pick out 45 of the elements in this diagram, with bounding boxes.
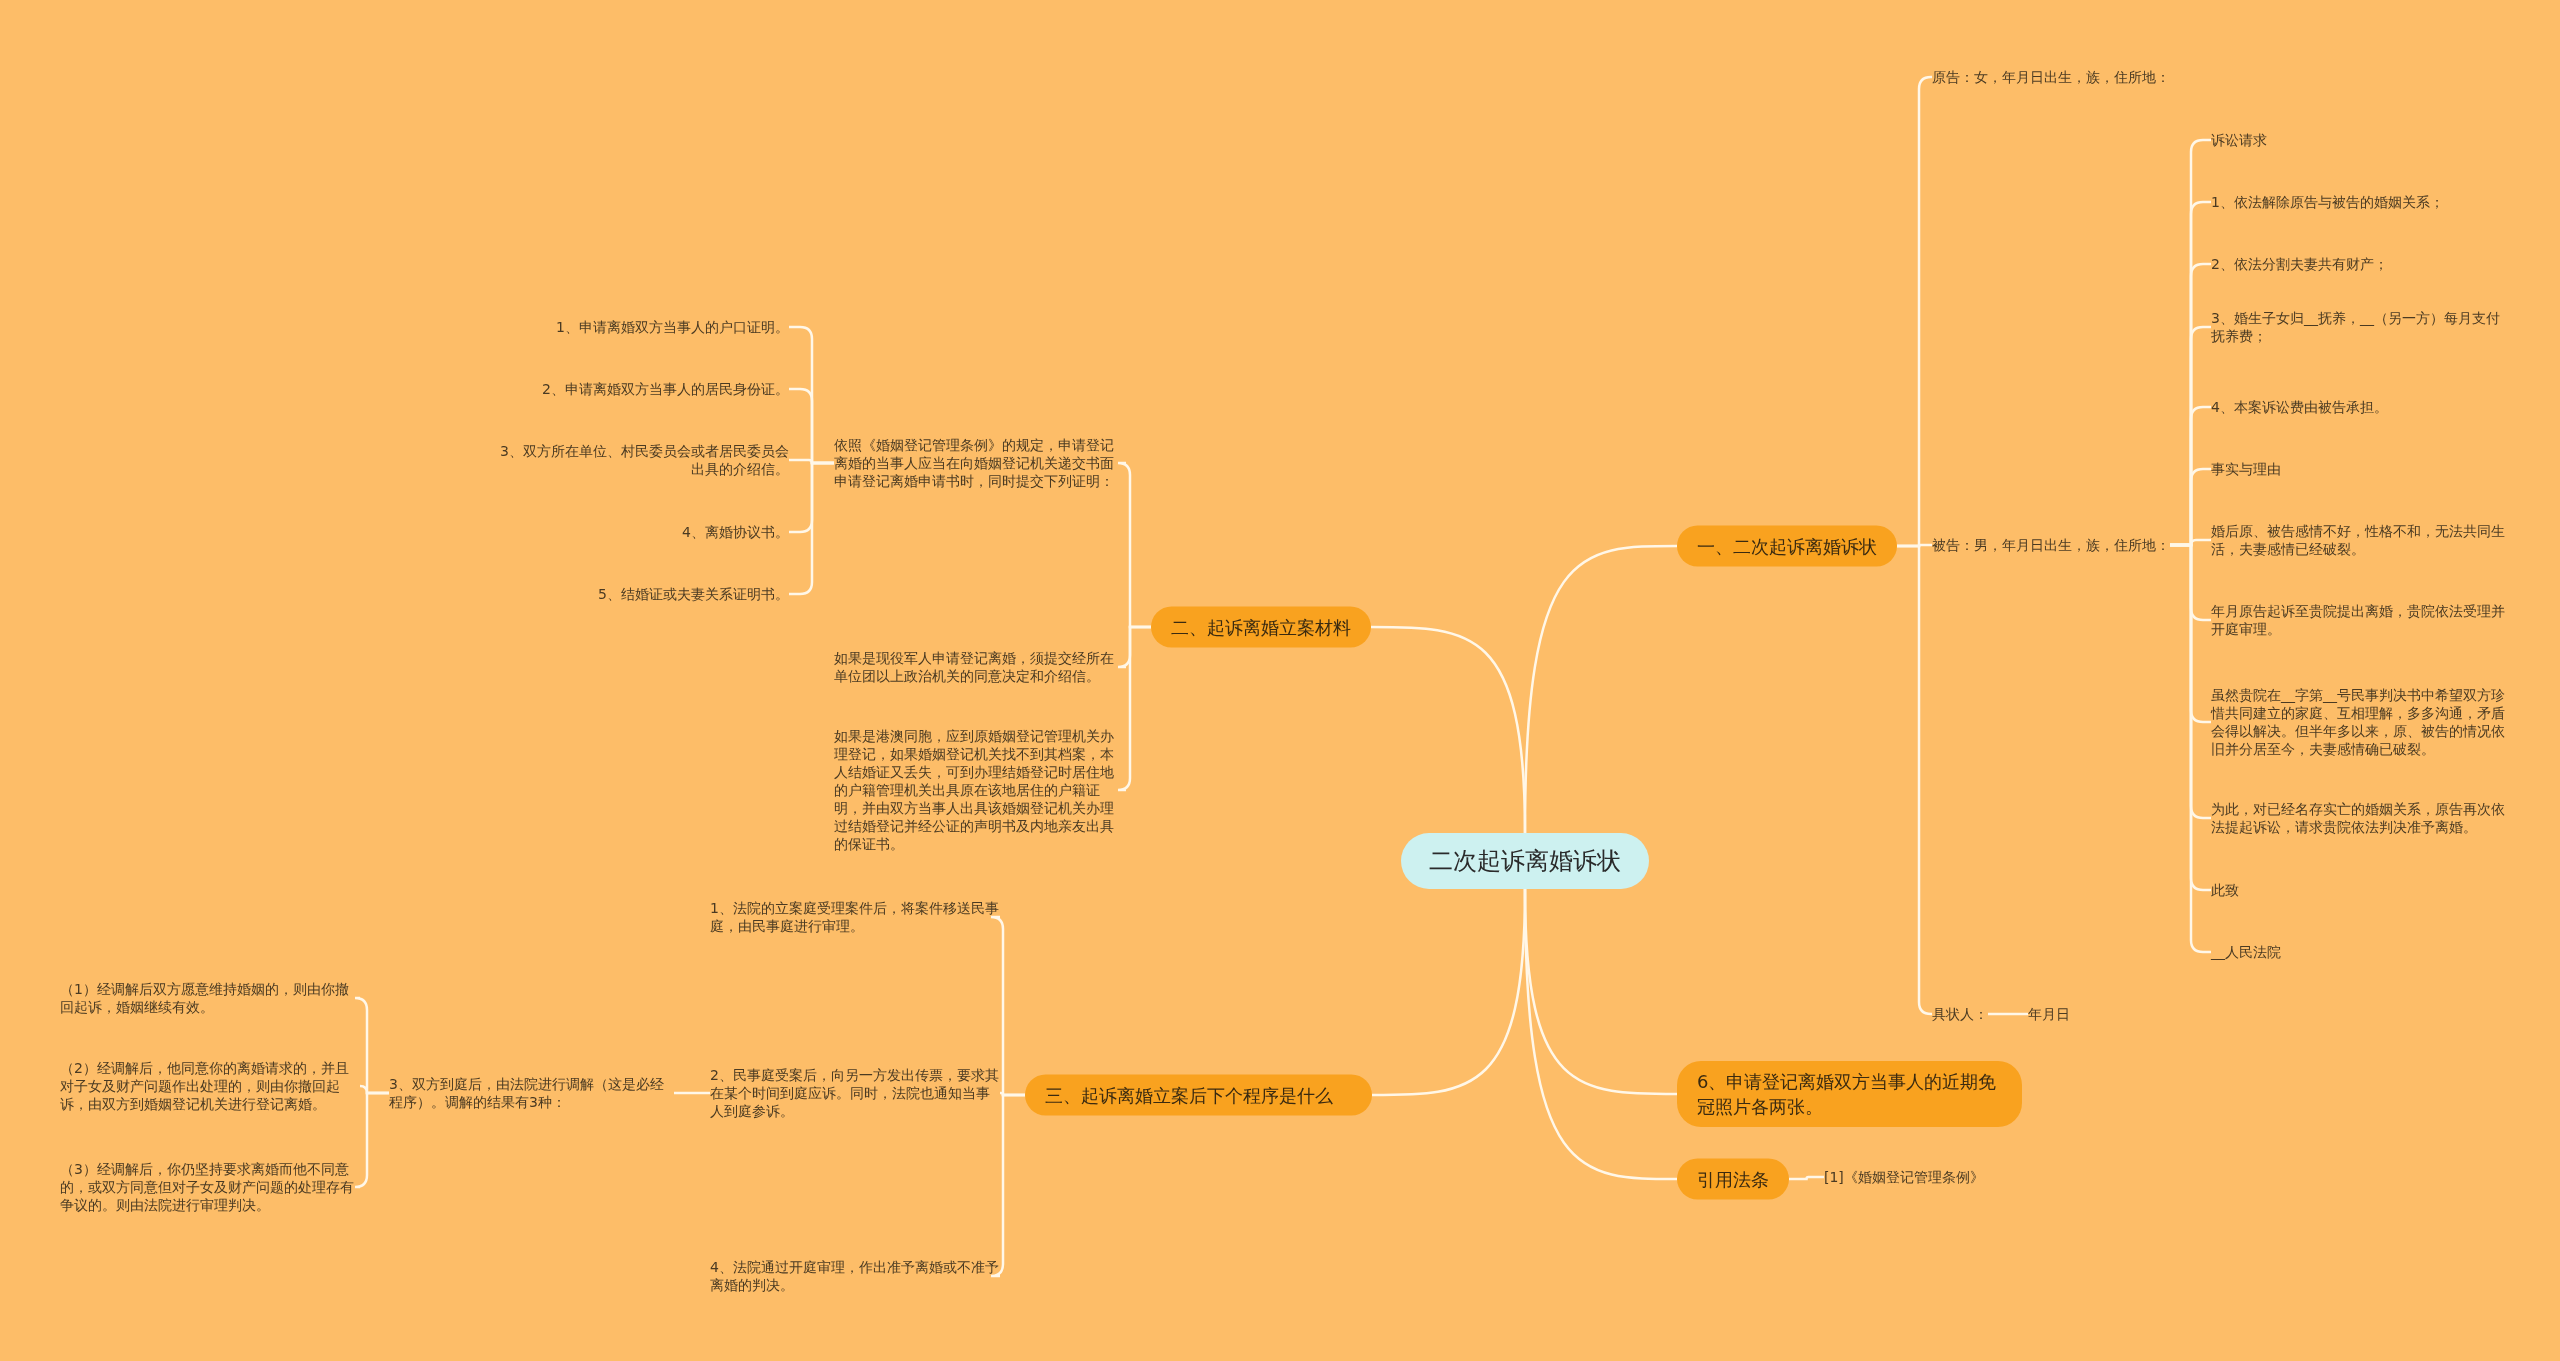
topic-text: 事实与理由 — [2211, 460, 2511, 478]
connector-line — [1371, 625, 1527, 834]
topic-text: 如果是港澳同胞，应到原婚姻登记管理机关办理登记，如果婚姻登记机关找不到其档案，本人结婚证又丢失，可到办理结婚登记时居住地的户籍管理机关出具原在该地居住的户籍证明，并由双方当事人出具该婚姻登记机关办理过结婚登记并经公证的声明书及内地亲友出具的保证书。 — [834, 727, 1126, 853]
branch-topic: 引用法条 — [1677, 1158, 1789, 1200]
topic-text: 原告：女，年月日出生，族，住所地： — [1932, 68, 2170, 86]
branch-topic: 6、申请登记离婚双方当事人的近期免冠照片各两张。 — [1677, 1061, 2022, 1127]
topic-text: 4、离婚协议书。 — [489, 523, 789, 541]
topic-text: 年月原告起诉至贵院提出离婚，贵院依法受理并开庭审理。 — [2211, 602, 2511, 638]
central-topic: 二次起诉离婚诉状 — [1401, 833, 1649, 889]
topic-text: 1、申请离婚双方当事人的户口证明。 — [489, 318, 789, 336]
topic-text: （3）经调解后，你仍坚持要求离婚而他不同意的，或双方同意但对子女及财产问题的处理存有争议的。则由法院进行审理判决。 — [60, 1160, 360, 1214]
topic-text: 4、本案诉讼费由被告承担。 — [2211, 398, 2511, 416]
topic-text: 5、结婚证或夫妻关系证明书。 — [489, 585, 789, 603]
topic-text: 3、双方所在单位、村民委员会或者居民委员会出具的介绍信。 — [489, 442, 789, 478]
topic-text: 此致 — [2211, 881, 2511, 899]
topic-text: 3、双方到庭后，由法院进行调解（这是必经程序）。调解的结果有3种： — [389, 1075, 674, 1111]
topic-text: [1]《婚姻登记管理条例》 — [1824, 1168, 1984, 1186]
topic-text: （2）经调解后，他同意你的离婚请求的，并且对子女及财产问题作出处理的，则由你撤回起诉，由双方到婚姻登记机关进行登记离婚。 — [60, 1059, 360, 1113]
connector-line — [1523, 888, 1677, 1181]
connector-line — [1897, 544, 1933, 1016]
topic-text: 如果是现役军人申请登记离婚，须提交经所在单位团以上政治机关的同意决定和介绍信。 — [834, 649, 1126, 685]
branch-topic: 二、起诉离婚立案材料 — [1151, 606, 1371, 648]
topic-text: 2、民事庭受案后，向另一方发出传票，要求其在某个时间到庭应诉。同时，法院也通知当事人到庭参诉。 — [710, 1066, 1000, 1120]
branch-topic: 三、起诉离婚立案后下个程序是什么 — [1025, 1074, 1372, 1116]
topic-text: 为此，对已经名存实亡的婚姻关系，原告再次依法提起诉讼，请求贵院依法判决准予离婚。 — [2211, 800, 2511, 836]
connector-line — [674, 1091, 710, 1095]
branch-topic: 一、二次起诉离婚诉状 — [1677, 525, 1897, 567]
connector-line — [1988, 1012, 2028, 1016]
topic-text: 婚后原、被告感情不好，性格不和，无法共同生活，夫妻感情已经破裂。 — [2211, 522, 2511, 558]
topic-text: __人民法院 — [2211, 943, 2511, 961]
topic-text: （1）经调解后双方愿意维持婚姻的，则由你撤回起诉，婚姻继续有效。 — [60, 980, 360, 1016]
topic-text: 具状人： — [1932, 1005, 1988, 1023]
connector-line — [1789, 1175, 1824, 1181]
topic-text: 2、申请离婚双方当事人的居民身份证。 — [489, 380, 789, 398]
connector-line — [353, 1091, 389, 1189]
topic-text: 诉讼请求 — [2211, 131, 2511, 149]
topic-text: 1、法院的立案庭受理案件后，将案件移送民事庭，由民事庭进行审理。 — [710, 899, 1000, 935]
topic-text: 年月日 — [2028, 1005, 2070, 1023]
topic-text: 1、依法解除原告与被告的婚姻关系； — [2211, 193, 2511, 211]
topic-text: 被告：男，年月日出生，族，住所地： — [1932, 536, 2170, 554]
topic-text: 3、婚生子女归__抚养，__（另一方）每月支付抚养费； — [2211, 309, 2511, 345]
topic-text: 2、依法分割夫妻共有财产； — [2211, 255, 2511, 273]
topic-text: 虽然贵院在__字第__号民事判决书中希望双方珍惜共同建立的家庭、互相理解，多多沟通，矛盾会得以解决。但半年多以来，原、被告的情况依旧并分居至今，夫妻感情确已破裂。 — [2211, 686, 2511, 758]
topic-text: 4、法院通过开庭审理，作出准予离婚或不准予离婚的判决。 — [710, 1258, 1000, 1294]
topic-text: 依照《婚姻登记管理条例》的规定，申请登记离婚的当事人应当在向婚姻登记机关递交书面申请登记离婚申请书时，同时提交下列证明： — [834, 436, 1126, 490]
